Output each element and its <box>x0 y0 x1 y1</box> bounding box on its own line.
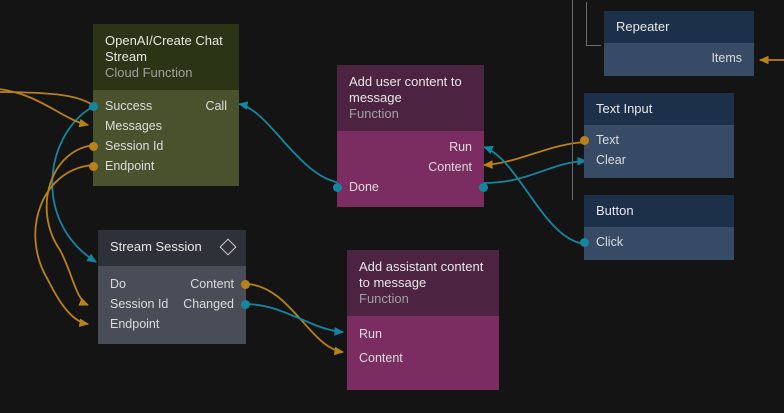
node-add-assistant-content-to-message[interactable]: Add assistant content to message Functio… <box>347 250 499 390</box>
port-label-run: Run <box>449 140 472 154</box>
port-label-changed: Changed <box>183 297 234 311</box>
node-row[interactable]: Endpoint <box>98 314 246 334</box>
node-row[interactable]: Items <box>604 48 754 68</box>
node-title: Stream Session <box>110 239 202 254</box>
node-row[interactable]: Text <box>580 130 734 150</box>
port-label-text: Text <box>596 133 619 147</box>
node-header[interactable]: Stream Session <box>98 230 246 266</box>
node-row[interactable]: Run <box>347 324 499 344</box>
node-row[interactable]: Content <box>347 348 499 368</box>
node-header[interactable]: Button <box>584 195 734 227</box>
node-button[interactable]: Button Click <box>580 195 734 260</box>
node-row[interactable]: Clear <box>584 150 734 170</box>
node-title: Button <box>596 203 634 218</box>
node-header[interactable]: Text Input <box>584 93 734 125</box>
port-label-do: Do <box>110 277 126 291</box>
port-label-content: Content <box>190 277 234 291</box>
node-header[interactable]: OpenAI/Create Chat Stream Cloud Function <box>93 24 239 90</box>
port-label-endpoint: Endpoint <box>105 159 155 173</box>
node-row[interactable]: Success Call <box>89 96 239 116</box>
port-label-content: Content <box>428 160 472 174</box>
port-session-id-in[interactable] <box>89 142 98 151</box>
port-label-session-id: Session Id <box>110 297 169 311</box>
node-row[interactable]: Session Id Changed <box>98 294 250 314</box>
node-row[interactable]: Click <box>580 232 734 252</box>
node-add-user-content-to-message[interactable]: Add user content to message Function Run… <box>333 65 488 207</box>
port-done-in[interactable] <box>333 183 342 192</box>
node-row[interactable]: Messages <box>93 116 239 136</box>
port-label-done: Done <box>349 180 379 194</box>
node-subtitle: Cloud Function <box>105 65 193 80</box>
node-text-input[interactable]: Text Input Text Clear <box>580 93 734 178</box>
port-label-content: Content <box>359 351 403 365</box>
node-body: Items <box>604 43 754 76</box>
node-openai-create-chat-stream[interactable]: OpenAI/Create Chat Stream Cloud Function… <box>89 24 239 186</box>
node-subtitle: Function <box>349 106 399 121</box>
port-done-out[interactable] <box>479 183 488 192</box>
node-stream-session[interactable]: Stream Session Do Content Session Id Cha… <box>98 230 250 344</box>
node-title: Repeater <box>616 19 670 34</box>
port-endpoint-in[interactable] <box>89 162 98 171</box>
port-label-click: Click <box>596 235 624 249</box>
node-title: OpenAI/Create Chat Stream <box>105 33 223 64</box>
port-label-run: Run <box>359 327 382 341</box>
node-body: Success Call Messages Session Id Endpoin… <box>89 90 239 186</box>
repeater-group-bracket <box>586 2 601 46</box>
node-body: Run Content <box>347 316 499 390</box>
node-header[interactable]: Repeater <box>604 11 754 43</box>
port-changed-out[interactable] <box>241 300 250 309</box>
node-row[interactable]: Content <box>337 157 484 177</box>
node-title: Add assistant content to message <box>359 259 484 290</box>
node-row[interactable]: Endpoint <box>89 156 239 176</box>
port-label-call: Call <box>205 99 227 113</box>
port-click-out[interactable] <box>580 238 589 247</box>
node-body: Click <box>580 227 734 260</box>
node-body: Do Content Session Id Changed Endpoint <box>98 266 250 344</box>
node-body: Run Content Done <box>333 131 488 207</box>
port-label-success: Success <box>105 99 153 113</box>
node-title: Add user content to message <box>349 74 462 105</box>
selection-bracket-outer <box>572 0 573 200</box>
port-success-in[interactable] <box>89 102 98 111</box>
port-label-messages: Messages <box>105 119 162 133</box>
node-row[interactable]: Session Id <box>89 136 239 156</box>
node-header[interactable]: Add user content to message Function <box>337 65 484 131</box>
port-label-session-id: Session Id <box>105 139 164 153</box>
port-label-endpoint: Endpoint <box>110 317 160 331</box>
port-label-clear: Clear <box>596 153 626 167</box>
node-repeater[interactable]: Repeater Items <box>604 11 754 76</box>
port-label-items: Items <box>711 51 742 65</box>
node-header[interactable]: Add assistant content to message Functio… <box>347 250 499 316</box>
port-text-out[interactable] <box>580 136 589 145</box>
port-content-out[interactable] <box>241 280 250 289</box>
node-title: Text Input <box>596 101 653 116</box>
node-row[interactable]: Done <box>333 177 488 197</box>
node-row[interactable]: Run <box>337 137 484 157</box>
node-body: Text Clear <box>580 125 734 178</box>
node-row[interactable]: Do Content <box>98 274 250 294</box>
node-subtitle: Function <box>359 291 409 306</box>
